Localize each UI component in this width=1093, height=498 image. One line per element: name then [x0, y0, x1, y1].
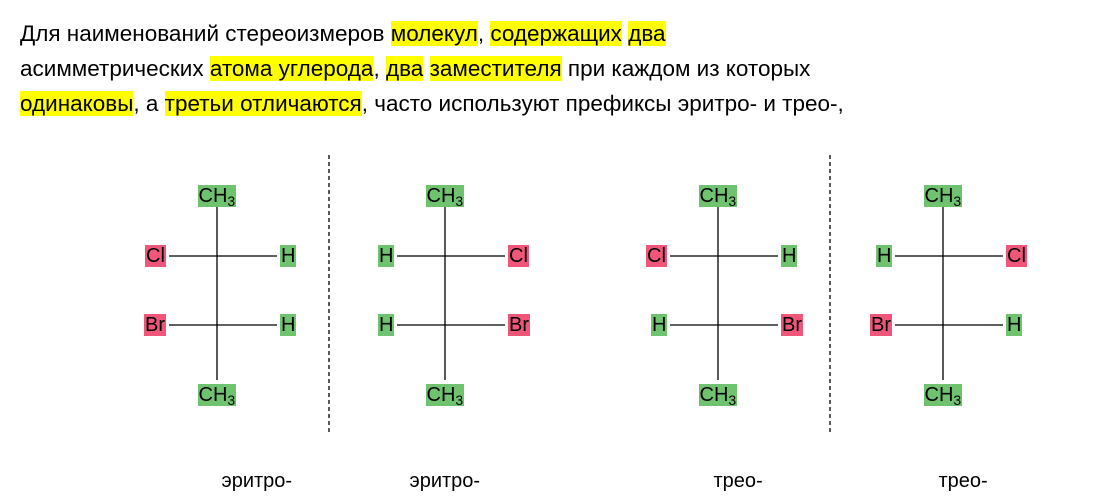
bottom-substituent: CH3: [698, 384, 738, 408]
intro-paragraph: Для наименований стереоизмеров молекул , …: [20, 16, 1080, 121]
intro-text: при каждом из которых: [561, 56, 811, 81]
c1-left-substituent: H: [378, 245, 395, 267]
c2-right-substituent: H: [1006, 314, 1023, 336]
highlighted-term: одинаковы: [20, 91, 134, 116]
c1-right-substituent: H: [280, 245, 297, 267]
c1-right-substituent: H: [781, 245, 798, 267]
highlighted-term: заместителя: [429, 56, 562, 81]
intro-line-1: Для наименований стереоизмеров молекул, …: [20, 21, 666, 46]
projection-caption: эритро-: [409, 470, 481, 492]
c2-left-substituent: H: [651, 314, 668, 336]
intro-text: асимметрических: [20, 56, 210, 81]
c2-left-substituent: Br: [870, 314, 892, 336]
top-substituent: CH3: [425, 185, 465, 209]
intro-text: ,: [373, 56, 386, 81]
c1-left-substituent: Cl: [646, 245, 667, 267]
intro-line-2: асимметрических атома углерода, два заме…: [20, 56, 810, 81]
intro-line-3: одинаковы, а третьи отличаются, часто ис…: [20, 91, 844, 116]
c1-left-substituent: Cl: [145, 245, 166, 267]
c2-right-substituent: Br: [508, 314, 530, 336]
c2-left-substituent: Br: [144, 314, 166, 336]
intro-text: , а: [133, 91, 165, 116]
projection-caption: трео-: [713, 470, 763, 492]
highlighted-term: молекул: [390, 21, 478, 46]
top-substituent: CH3: [197, 185, 237, 209]
c1-right-substituent: Cl: [1006, 245, 1027, 267]
intro-text: Для наименований стереоизмеров: [20, 21, 391, 46]
top-substituent: CH3: [698, 185, 738, 209]
highlighted-term: два: [385, 56, 424, 81]
c2-right-substituent: H: [280, 314, 297, 336]
intro-text: ,: [477, 21, 491, 46]
c1-left-substituent: H: [876, 245, 893, 267]
bottom-substituent: CH3: [923, 384, 963, 408]
c1-right-substituent: Cl: [508, 245, 529, 267]
bottom-substituent: CH3: [197, 384, 237, 408]
top-substituent: CH3: [923, 185, 963, 209]
highlighted-term: два: [628, 21, 666, 46]
intro-text: , часто используют префиксы эритро- и тр…: [361, 91, 844, 116]
highlighted-term: содержащих: [490, 21, 622, 46]
highlighted-term: атома углерода: [209, 56, 374, 81]
c2-right-substituent: Br: [781, 314, 803, 336]
highlighted-term: третьи отличаются: [164, 91, 362, 116]
projection-caption: трео-: [938, 470, 988, 492]
projection-caption: эритро-: [221, 470, 293, 492]
c2-left-substituent: H: [378, 314, 395, 336]
bottom-substituent: CH3: [425, 384, 465, 408]
